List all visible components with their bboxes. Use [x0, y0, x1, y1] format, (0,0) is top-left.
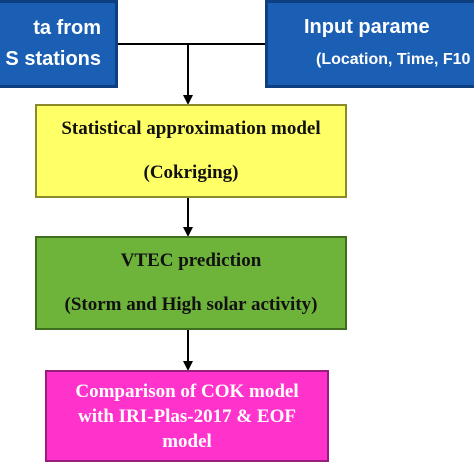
vtec-prediction-title: VTEC prediction	[120, 250, 262, 271]
input-parameters-line1: Input parame	[304, 16, 430, 38]
comparison-line2: with IRI-Plas-2017 & EOF	[78, 405, 296, 427]
input-parameters-box: Input parame (Location, Time, F10	[265, 0, 474, 88]
gps-data-line1: ta from	[33, 17, 101, 39]
vtec-prediction-subtitle: (Storm and High solar activity)	[64, 294, 318, 315]
gps-data-line2: S stations	[5, 48, 101, 70]
gps-stations-data-box: ta from S stations	[0, 0, 118, 88]
comparison-line1: Comparison of COK model	[75, 380, 299, 402]
statistical-model-box: Statistical approximation model (Cokrigi…	[35, 104, 347, 198]
statistical-model-subtitle: (Cokriging)	[143, 162, 239, 183]
input-parameters-line2: (Location, Time, F10	[316, 51, 471, 68]
model-comparison-box: Comparison of COK model with IRI-Plas-20…	[45, 370, 329, 462]
comparison-line3: model	[162, 430, 212, 452]
vtec-prediction-box: VTEC prediction (Storm and High solar ac…	[35, 236, 347, 330]
statistical-model-title: Statistical approximation model	[61, 118, 321, 139]
